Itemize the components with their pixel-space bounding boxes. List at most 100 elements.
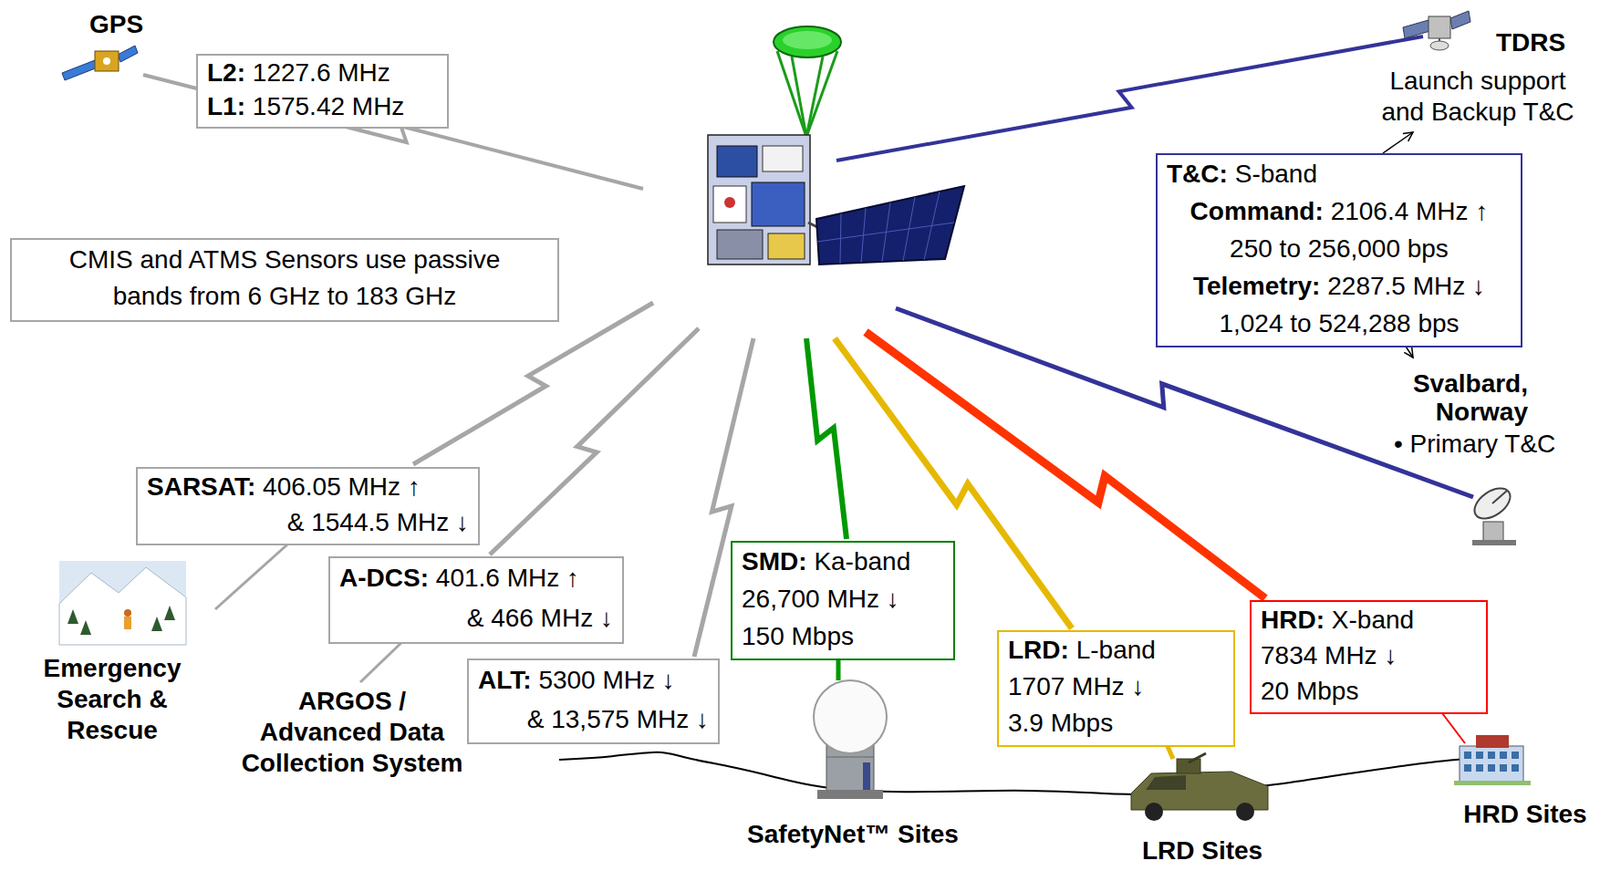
text-row: Telemetry:2287.5 MHz↓ bbox=[1166, 269, 1512, 307]
dish-strut bbox=[791, 56, 807, 137]
box-text: ↓ bbox=[1472, 271, 1486, 301]
instrument bbox=[751, 182, 805, 227]
station-label: Svalbard, Norway bbox=[1381, 369, 1528, 426]
window bbox=[1475, 751, 1484, 759]
radio-link bbox=[489, 328, 699, 555]
box-text: ALT: bbox=[477, 665, 532, 695]
box-text: 150 Mbps bbox=[741, 622, 854, 651]
box-text: ↓ bbox=[1383, 641, 1397, 670]
box-text: ↓ bbox=[1131, 672, 1144, 701]
link-box: LRD:L-band1707 MHz↓ 3.9 Mbps bbox=[997, 630, 1236, 748]
box-text: S-band bbox=[1235, 159, 1318, 188]
box-text: Telemetry: bbox=[1193, 271, 1321, 301]
text-row: Command:2106.4 MHz↑ bbox=[1166, 194, 1512, 232]
window bbox=[1499, 751, 1507, 759]
solar-panel bbox=[117, 45, 138, 63]
box-text: 250 to 256,000 bps bbox=[1229, 234, 1449, 263]
ground-line bbox=[559, 752, 1500, 796]
leader-line bbox=[215, 537, 296, 610]
text-row: 20 Mbps bbox=[1260, 675, 1477, 711]
link-box: SARSAT:406.05 MHz↑& 1544.5 MHz↓ bbox=[135, 467, 480, 546]
windshield bbox=[1145, 775, 1186, 790]
person-body bbox=[124, 616, 132, 630]
box-text: X-band bbox=[1331, 605, 1414, 634]
site-label: HRD Sites bbox=[1456, 799, 1594, 831]
satellite-body bbox=[94, 51, 119, 72]
solar-panel bbox=[1450, 10, 1471, 30]
vehicle-icon bbox=[1131, 753, 1268, 821]
snow-slope bbox=[59, 567, 187, 645]
box-text: CMIS and ATMS Sensors use passive bands … bbox=[69, 245, 501, 311]
dish-inner bbox=[782, 31, 832, 50]
box-text: & 1544.5 MHz bbox=[287, 508, 449, 537]
box-text: 1707 MHz bbox=[1007, 672, 1125, 701]
site-label: LRD Sites bbox=[1111, 837, 1294, 865]
text-row: SARSAT:406.05 MHz↑ bbox=[146, 470, 469, 507]
text-row: 3.9 Mbps bbox=[1007, 706, 1225, 744]
dish-antenna bbox=[1469, 482, 1517, 526]
text-row: LRD:L-band bbox=[1007, 633, 1225, 671]
box-text: 1227.6 MHz bbox=[252, 58, 391, 87]
link-box: ALT:5300 MHz↓& 13,575 MHz↓ bbox=[467, 658, 720, 745]
wheel bbox=[1236, 802, 1255, 821]
instrument bbox=[716, 229, 763, 260]
box-text: ↑ bbox=[407, 472, 421, 501]
box-text: 1575.42 MHz bbox=[252, 92, 406, 121]
satellite-label: GPS bbox=[89, 9, 144, 41]
text-row: L2:1227.6 MHz bbox=[207, 57, 438, 92]
feed bbox=[1492, 490, 1507, 504]
site-label: Emergency Search & Rescue bbox=[20, 653, 204, 747]
satellite-body bbox=[1428, 16, 1451, 39]
tree bbox=[151, 616, 163, 632]
satellite-body bbox=[707, 135, 811, 265]
frequency-box: L2:1227.6 MHzL1:1575.42 MHz bbox=[196, 53, 449, 129]
note-box: CMIS and ATMS Sensors use passive bands … bbox=[10, 238, 560, 323]
person-head bbox=[124, 609, 132, 617]
text-row: T&C:S-band bbox=[1166, 156, 1512, 195]
window bbox=[1511, 764, 1519, 772]
box-text: 5300 MHz bbox=[538, 665, 655, 695]
box-text: ↓ bbox=[886, 584, 900, 613]
box-text: 7834 MHz bbox=[1260, 641, 1378, 670]
box-text: 26,700 MHz bbox=[741, 584, 880, 613]
text-row: & 13,575 MHz↓ bbox=[477, 701, 709, 741]
radome bbox=[813, 680, 887, 754]
site-label: SafetyNet™ Sites bbox=[729, 819, 977, 851]
dish-strut bbox=[806, 51, 838, 137]
box-text: Ka-band bbox=[813, 547, 911, 576]
box-text: ↓ bbox=[600, 603, 613, 633]
box-text: T&C: bbox=[1166, 159, 1228, 188]
box-text: & 13,575 MHz bbox=[527, 705, 689, 734]
box-text: ↓ bbox=[662, 665, 676, 695]
link-box: SMD:Ka-band 26,700 MHz↓ 150 Mbps bbox=[730, 540, 956, 661]
solar-panel bbox=[1402, 20, 1431, 39]
tree bbox=[67, 609, 79, 624]
text-row: A-DCS:401.6 MHz↑ bbox=[339, 560, 613, 601]
rescue-picture bbox=[59, 561, 187, 645]
wheel bbox=[1144, 802, 1164, 821]
satellite-illustration bbox=[707, 26, 965, 265]
instrument bbox=[724, 197, 736, 208]
box-text: 401.6 MHz bbox=[436, 563, 560, 593]
box-text: 406.05 MHz bbox=[262, 472, 401, 501]
text-row: ALT:5300 MHz↓ bbox=[477, 662, 709, 702]
box-text: SMD: bbox=[741, 547, 808, 576]
link-box: A-DCS:401.6 MHz↑& 466 MHz↓ bbox=[328, 556, 624, 645]
box-text: LRD: bbox=[1007, 635, 1070, 665]
base bbox=[817, 789, 884, 800]
box-text: A-DCS: bbox=[339, 563, 429, 593]
instrument bbox=[713, 186, 747, 223]
radio-link bbox=[806, 338, 847, 540]
text-row: & 1544.5 MHz↓ bbox=[146, 506, 469, 542]
box-text: 1,024 to 524,288 bps bbox=[1218, 309, 1459, 338]
solar-panel bbox=[816, 186, 965, 265]
radome-icon bbox=[813, 680, 887, 800]
box-text: ↑ bbox=[1475, 197, 1488, 226]
radio-link bbox=[413, 302, 654, 465]
panel-grid bbox=[817, 222, 955, 242]
site-label: ARGOS / Advanced Data Collection System bbox=[237, 685, 468, 780]
solar-panel bbox=[62, 60, 98, 81]
lawn bbox=[1454, 780, 1531, 786]
